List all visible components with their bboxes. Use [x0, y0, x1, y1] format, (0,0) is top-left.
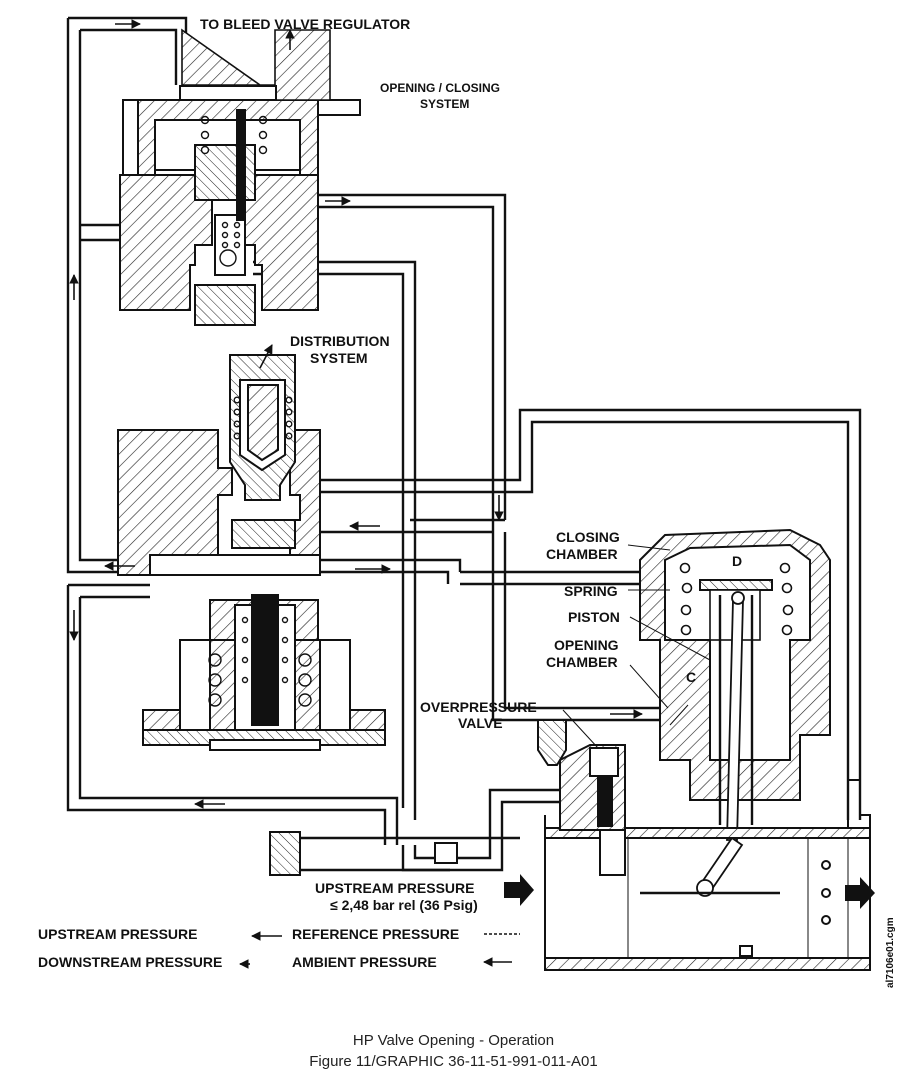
legend-ambient: AMBIENT PRESSURE [292, 954, 437, 970]
label-opening-2: CHAMBER [546, 654, 618, 670]
caption-figure: Figure 11/GRAPHIC 36-11-51-991-011-A01 [309, 1053, 598, 1070]
label-opening-closing-1: OPENING / CLOSING [380, 81, 500, 95]
duct-flow-arrows [504, 874, 875, 909]
distribution-spring [233, 396, 293, 440]
distribution-system-body [117, 354, 321, 576]
leader-lines [562, 544, 711, 749]
upper-spring [200, 115, 268, 267]
label-to-bleed-valve-regulator: TO BLEED VALVE REGULATOR [200, 16, 410, 32]
overpressure-valve-body [537, 719, 626, 831]
label-closing-1: CLOSING [556, 529, 620, 545]
legend-downstream: DOWNSTREAM PRESSURE [38, 954, 222, 970]
label-chamber-d: D [732, 553, 742, 569]
label-upstream-inlet-1: UPSTREAM PRESSURE [315, 880, 474, 896]
legend-reference: REFERENCE PRESSURE [292, 926, 459, 942]
label-overpressure-2: VALVE [458, 715, 503, 731]
opening-closing-system-body [119, 28, 361, 326]
label-piston: PISTON [568, 609, 620, 625]
lower-spring [208, 616, 312, 707]
label-spring: SPRING [564, 583, 618, 599]
actuator-spring [679, 562, 794, 636]
reference-fitting [269, 831, 458, 876]
label-chamber-c: C [686, 669, 696, 685]
flow-arrows [69, 19, 643, 809]
label-closing-2: CHAMBER [546, 546, 618, 562]
lower-regulator-body [142, 594, 386, 751]
legend-arrows [239, 931, 520, 969]
drawing-id: al7106e01.cgm [885, 917, 896, 988]
caption-title: HP Valve Opening - Operation [352, 1032, 555, 1049]
label-distribution-2: SYSTEM [310, 350, 368, 366]
label-opening-1: OPENING [554, 637, 619, 653]
label-upstream-inlet-2: ≤ 2,48 bar rel (36 Psig) [330, 897, 478, 913]
label-distribution-1: DISTRIBUTION [290, 333, 390, 349]
pipe-network [66, 16, 862, 872]
label-overpressure-1: OVERPRESSURE [420, 699, 537, 715]
legend-upstream: UPSTREAM PRESSURE [38, 926, 197, 942]
label-opening-closing-2: SYSTEM [420, 97, 469, 111]
